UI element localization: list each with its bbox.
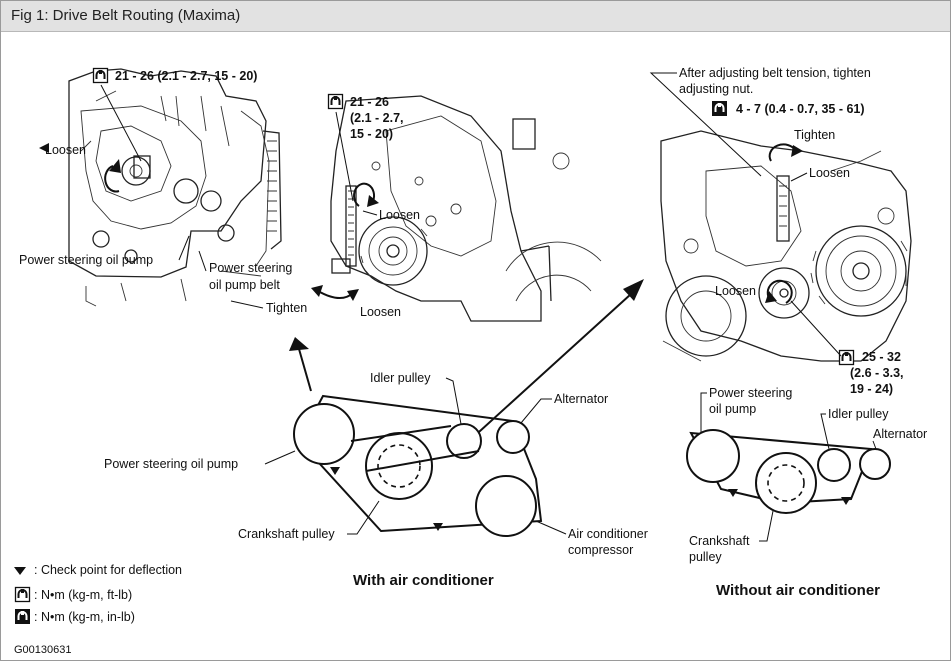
legend-check-point: : Check point for deflection [34, 563, 182, 577]
loosen-label-top-left: Loosen [45, 143, 86, 157]
note-line-1: After adjusting belt tension, tighten [679, 66, 871, 80]
belt-diagram-with-ac [293, 394, 543, 537]
belt-diagram-without-ac [686, 429, 891, 514]
torque-wrench-icon [14, 608, 31, 625]
torque-wrench-icon [711, 100, 728, 117]
loosen-label-right-1: Loosen [809, 166, 850, 180]
diagonal-arrow [623, 279, 644, 301]
torque-spec-top-left: 21 - 26 (2.1 - 2.7, 15 - 20) [115, 69, 257, 83]
idler-label-without-ac: Idler pulley [828, 407, 889, 421]
torque-wrench-icon [92, 67, 109, 84]
ac-label-line2: compressor [568, 543, 633, 557]
torque-wrench-icon [838, 349, 855, 366]
ps-pump-label-top-left: Power steering oil pump [19, 253, 153, 267]
torque2-line1: 25 - 32 [862, 350, 901, 364]
tighten-label-top-left: Tighten [266, 301, 307, 315]
legend-nm-inlb: : N•m (kg-m, in-lb) [34, 610, 135, 624]
tighten-label-right: Tighten [794, 128, 835, 142]
torque-spec-right: 4 - 7 (0.4 - 0.7, 35 - 61) [736, 102, 865, 116]
idler-label-with-ac: Idler pulley [370, 371, 431, 385]
up-arrow [289, 337, 309, 351]
top-right-engine-drawing [660, 130, 912, 362]
note-line-2: adjusting nut. [679, 82, 753, 96]
top-middle-engine-drawing [330, 95, 602, 322]
torque2-line3: 19 - 24) [850, 382, 893, 396]
torque-spec-mid-line3: 15 - 20) [350, 127, 393, 141]
ps-label-without-ac-line2: oil pump [709, 402, 756, 416]
torque2-line2: (2.6 - 3.3, [850, 366, 904, 380]
check-point-triangle-icon [14, 567, 26, 575]
loosen-label-mid-2: Loosen [360, 305, 401, 319]
ps-pump-label-with-ac: Power steering oil pump [104, 457, 238, 471]
loosen-label-right-2: Loosen [715, 284, 756, 298]
ps-belt-label-line2: oil pump belt [209, 278, 280, 292]
caption-with-ac: With air conditioner [353, 572, 494, 589]
crank-label-with-ac: Crankshaft pulley [238, 527, 335, 541]
ac-label-line1: Air conditioner [568, 527, 648, 541]
ps-label-without-ac-line1: Power steering [709, 386, 792, 400]
alternator-label-with-ac: Alternator [554, 392, 608, 406]
figure-id: G00130631 [14, 644, 72, 656]
title-bar: Fig 1: Drive Belt Routing (Maxima) [1, 1, 950, 32]
torque-spec-mid-line2: (2.1 - 2.7, [350, 111, 404, 125]
top-left-engine-drawing [68, 68, 282, 307]
torque-wrench-icon [14, 586, 31, 603]
alternator-label-without-ac: Alternator [873, 427, 927, 441]
loosen-label-mid-1: Loosen [379, 208, 420, 222]
figure-title: Fig 1: Drive Belt Routing (Maxima) [11, 7, 241, 24]
caption-without-ac: Without air conditioner [716, 582, 880, 599]
crank-label-without-ac-line1: Crankshaft [689, 534, 750, 548]
ps-belt-label-line1: Power steering [209, 261, 292, 275]
torque-wrench-icon [327, 93, 344, 110]
crank-label-without-ac-line2: pulley [689, 550, 722, 564]
legend-nm-ftlb: : N•m (kg-m, ft-lb) [34, 588, 132, 602]
torque-spec-mid-line1: 21 - 26 [350, 95, 389, 109]
